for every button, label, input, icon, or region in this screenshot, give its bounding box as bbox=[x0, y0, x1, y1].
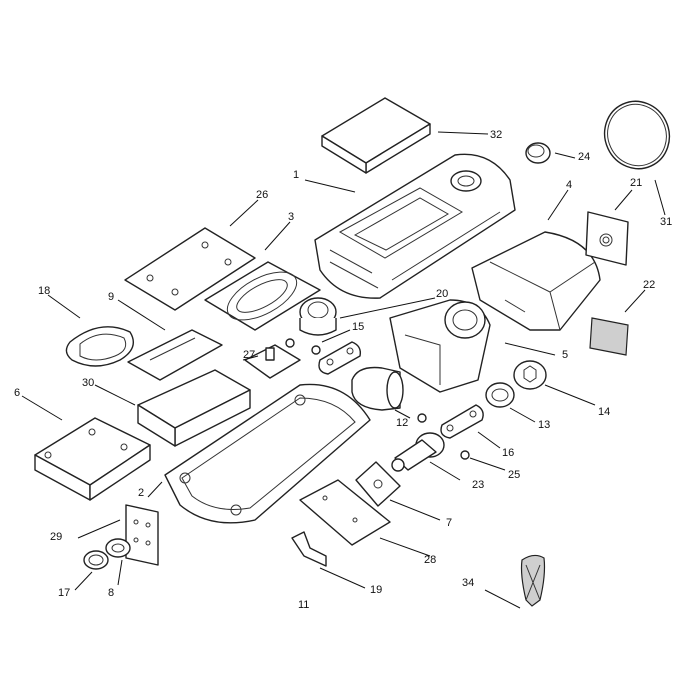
leader-13 bbox=[509, 407, 536, 423]
part-30-battery bbox=[137, 369, 251, 447]
leader-8 bbox=[117, 559, 123, 586]
callout-8: 8 bbox=[108, 587, 114, 599]
callout-32: 32 bbox=[490, 129, 502, 141]
leader-31 bbox=[654, 179, 666, 216]
leader-5 bbox=[504, 342, 556, 356]
callout-3: 3 bbox=[288, 211, 294, 223]
part-27-switch-plate bbox=[244, 344, 301, 379]
callout-5: 5 bbox=[562, 349, 568, 361]
callout-16: 16 bbox=[502, 447, 514, 459]
callout-27: 27 bbox=[243, 349, 255, 361]
leader-15 bbox=[321, 329, 351, 343]
callout-7: 7 bbox=[446, 517, 452, 529]
part-15-bracket bbox=[285, 338, 362, 375]
part-16-link-bar bbox=[417, 404, 484, 439]
callout-29: 29 bbox=[50, 531, 62, 543]
part-1-front-housing bbox=[314, 153, 516, 299]
leader-17 bbox=[74, 571, 93, 591]
part-17-button bbox=[83, 550, 109, 570]
part-22-pad bbox=[589, 317, 629, 356]
callout-30: 30 bbox=[82, 377, 94, 389]
leader-16 bbox=[477, 431, 501, 449]
part-21-square-plate bbox=[585, 211, 629, 266]
callout-labels: 32 24 31 1 26 3 4 21 22 18 9 20 15 27 5 … bbox=[14, 129, 672, 611]
leader-4 bbox=[547, 189, 569, 221]
part-12-barrel bbox=[351, 366, 404, 411]
part-7-bracket-plate bbox=[355, 461, 401, 507]
callout-4: 4 bbox=[566, 179, 572, 191]
callout-18: 18 bbox=[38, 285, 50, 297]
callout-12: 12 bbox=[396, 417, 408, 429]
leader-24 bbox=[554, 152, 576, 159]
callout-13: 13 bbox=[538, 419, 550, 431]
leader-30 bbox=[94, 384, 136, 406]
part-13-ring bbox=[485, 382, 515, 408]
callout-15: 15 bbox=[352, 321, 364, 333]
callout-14: 14 bbox=[598, 406, 610, 418]
leader-18 bbox=[47, 294, 81, 319]
leader-3 bbox=[264, 221, 291, 251]
callout-23: 23 bbox=[472, 479, 484, 491]
callout-22: 22 bbox=[643, 279, 655, 291]
part-14-nut bbox=[513, 360, 547, 390]
callout-9: 9 bbox=[108, 291, 114, 303]
leader-7 bbox=[389, 499, 441, 521]
part-5-mechanism bbox=[389, 299, 491, 393]
part-32-battery bbox=[321, 97, 431, 174]
callout-6: 6 bbox=[14, 387, 20, 399]
leader-23 bbox=[429, 461, 461, 481]
leader-22 bbox=[624, 289, 646, 313]
leader-26 bbox=[229, 199, 259, 227]
part-6-base-block bbox=[34, 417, 151, 501]
leader-29 bbox=[77, 519, 121, 539]
callout-1: 1 bbox=[293, 169, 299, 181]
leader-21 bbox=[614, 189, 633, 211]
part-18-lens-cover bbox=[65, 326, 134, 367]
callout-26: 26 bbox=[256, 189, 268, 201]
leader-14 bbox=[544, 384, 596, 406]
callout-24: 24 bbox=[578, 151, 590, 163]
callout-2: 2 bbox=[138, 487, 144, 499]
leader-12 bbox=[394, 409, 411, 419]
part-2-bottom-housing bbox=[164, 383, 371, 524]
leader-27 bbox=[242, 355, 259, 361]
part-28-board bbox=[299, 479, 391, 546]
leader-19 bbox=[319, 567, 366, 589]
part-34-cable-coil bbox=[520, 554, 546, 607]
callout-20: 20 bbox=[436, 288, 448, 300]
callout-34: 34 bbox=[462, 577, 474, 589]
part-23-shaft bbox=[391, 432, 445, 472]
part-3-lens-frame bbox=[204, 261, 321, 331]
callout-19: 19 bbox=[370, 584, 382, 596]
part-29-small-board bbox=[125, 504, 159, 566]
part-24-knob-cap bbox=[525, 142, 551, 164]
leader-lines bbox=[21, 131, 666, 609]
leader-2 bbox=[147, 481, 163, 498]
part-19-clip bbox=[291, 531, 327, 567]
callout-25: 25 bbox=[508, 469, 520, 481]
part-4-rear-housing bbox=[471, 231, 601, 331]
leader-32 bbox=[437, 131, 489, 135]
leader-20 bbox=[339, 297, 436, 319]
leader-6 bbox=[21, 395, 63, 421]
part-8-connector bbox=[105, 538, 131, 558]
leader-28 bbox=[379, 537, 431, 557]
callout-31: 31 bbox=[660, 216, 672, 228]
callout-17: 17 bbox=[58, 587, 70, 599]
leader-34 bbox=[484, 589, 521, 609]
callout-11: 11 bbox=[298, 599, 309, 611]
leader-9 bbox=[117, 299, 166, 331]
part-20-sensor bbox=[299, 297, 337, 336]
leader-1 bbox=[304, 179, 356, 193]
part-31-oval-gasket bbox=[603, 100, 671, 170]
callout-28: 28 bbox=[424, 554, 436, 566]
part-9-window-plate bbox=[127, 329, 223, 381]
callout-21: 21 bbox=[630, 177, 642, 189]
leader-25 bbox=[469, 457, 506, 471]
part-26-keypad-membrane bbox=[124, 227, 256, 311]
part-25-screw bbox=[460, 450, 470, 460]
